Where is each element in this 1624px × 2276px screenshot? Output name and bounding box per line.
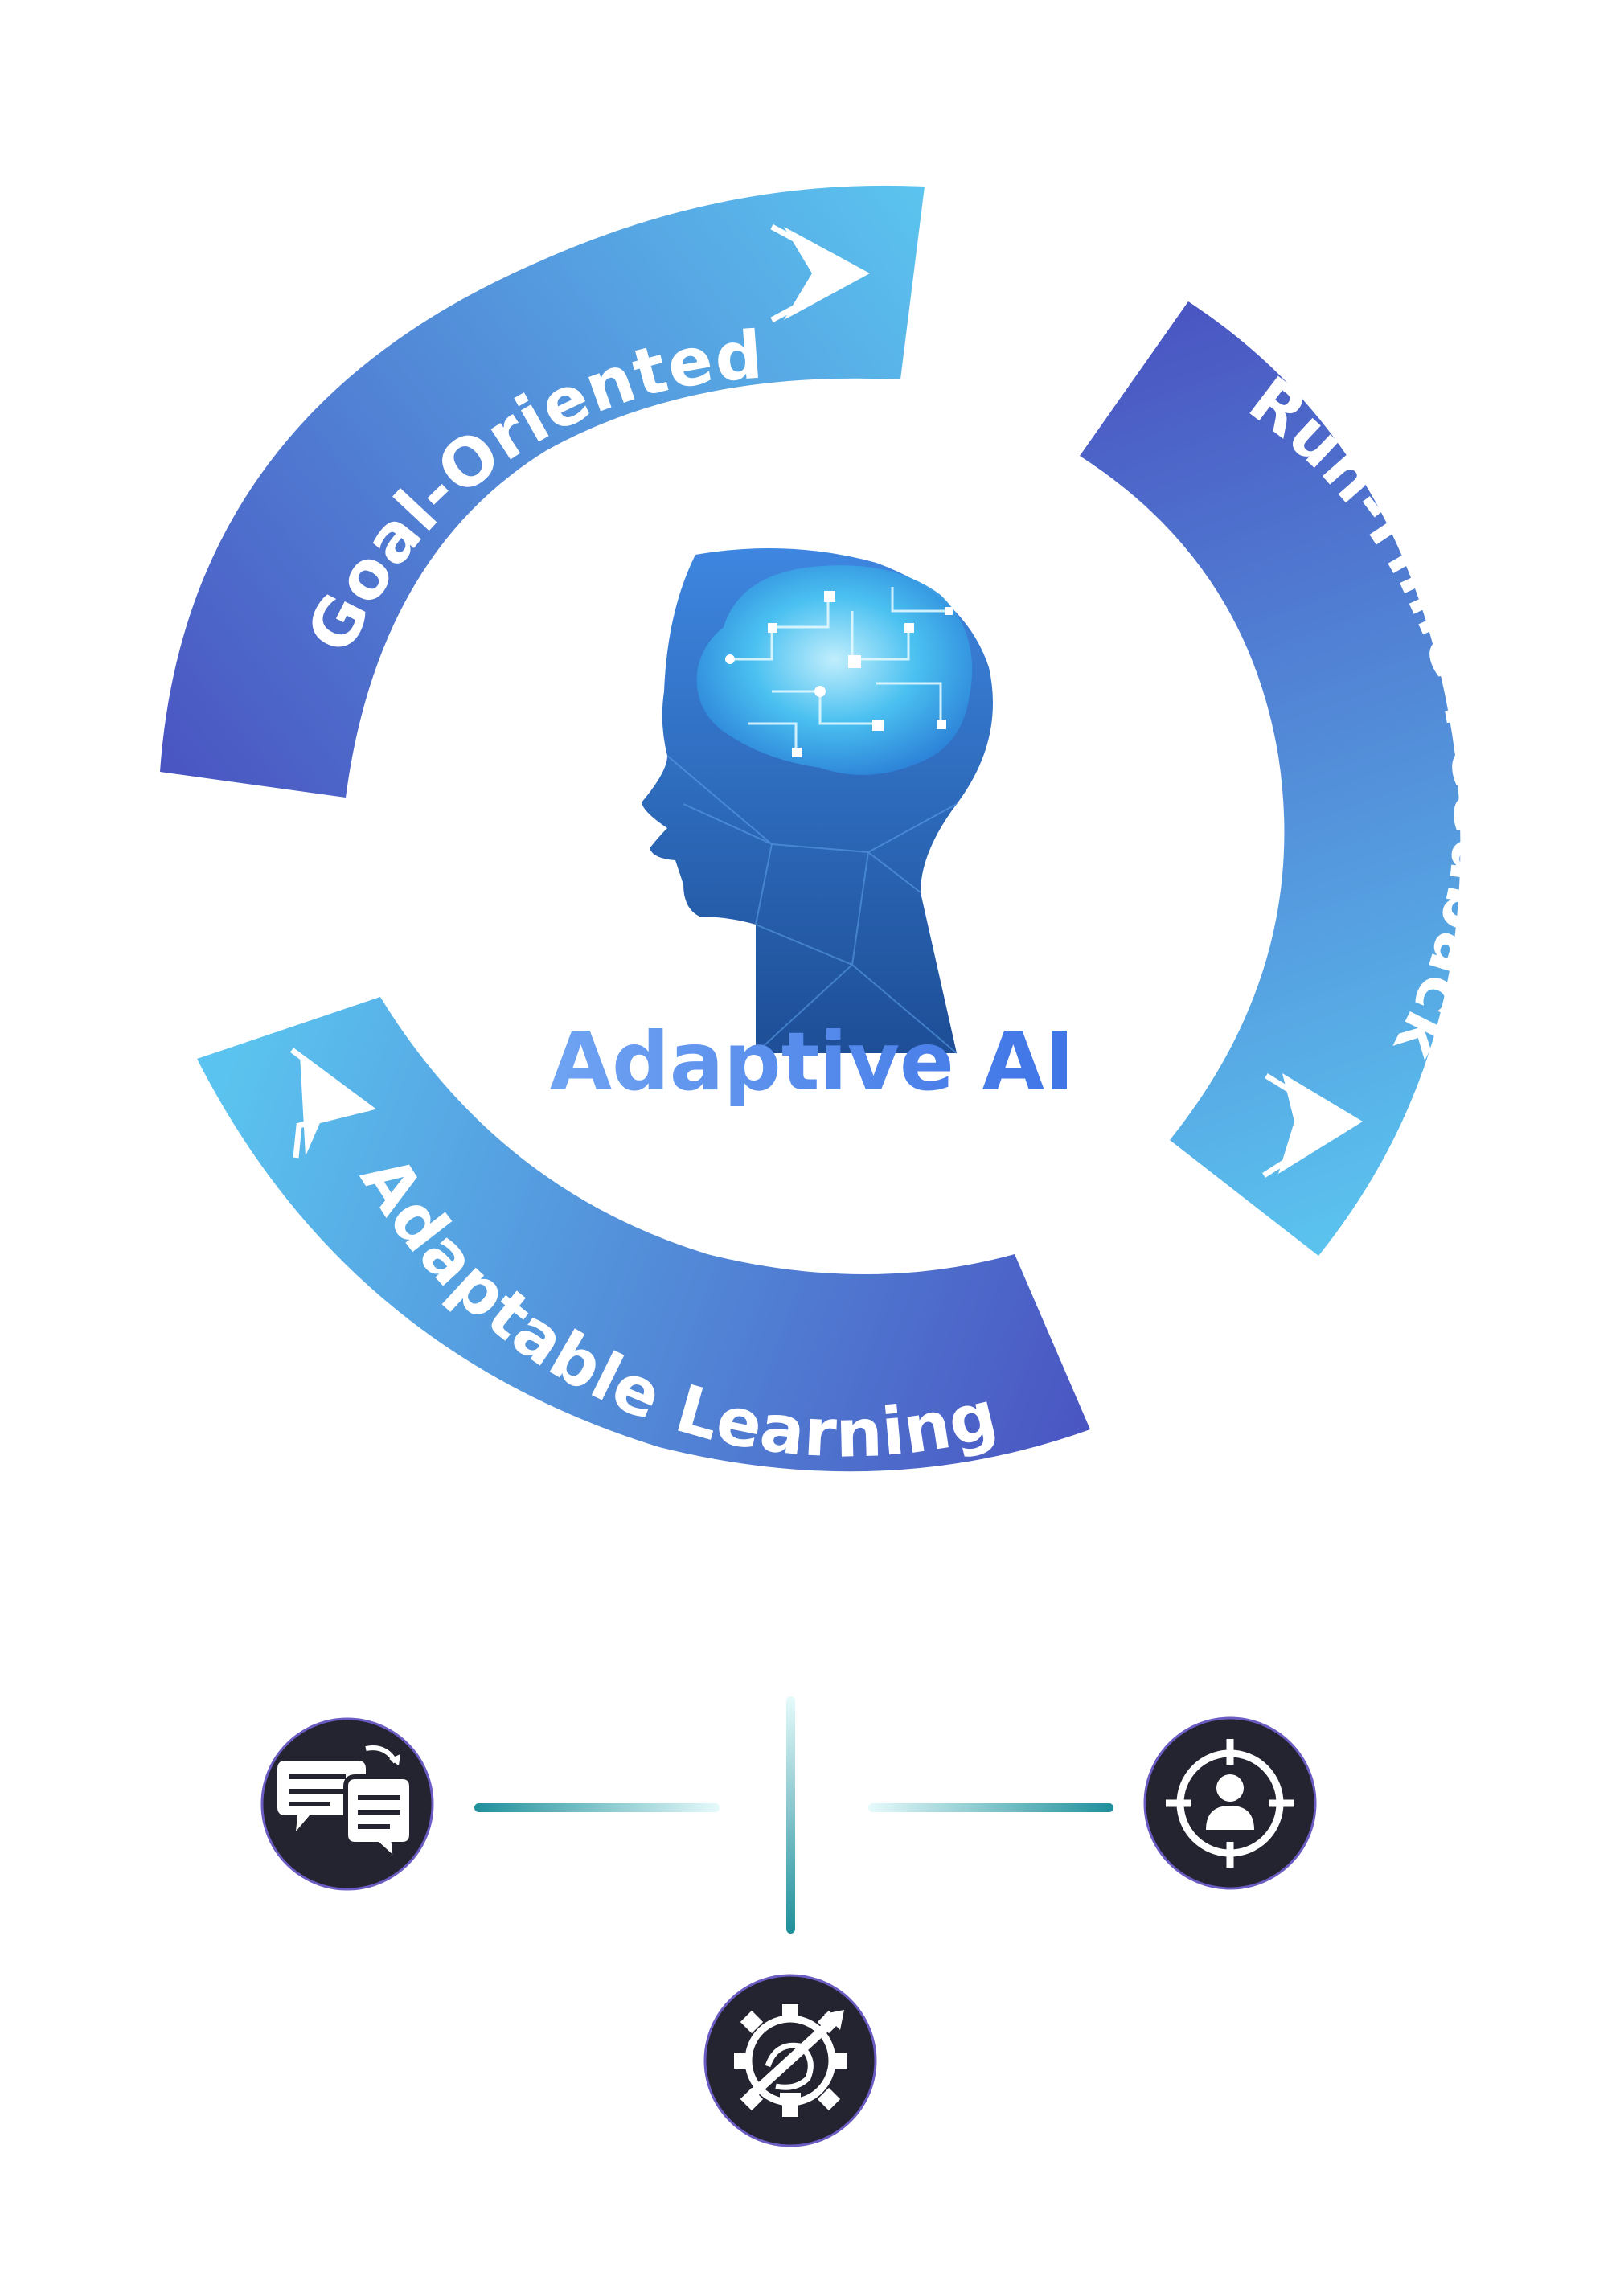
connector-vertical [786,1696,795,1934]
center-title: Adaptive AI [550,1015,1075,1109]
arrow-left-icon [289,1048,377,1159]
arrow-down-icon [1262,1073,1363,1178]
head-facets [666,755,958,1054]
brain-nodes [725,591,953,757]
gear-growth-icon [703,1974,877,2147]
arrow-right-icon [770,223,870,323]
connector-right [868,1803,1113,1812]
connectors [474,1696,1113,1934]
segment-goal-arc [160,185,925,798]
connector-left [474,1803,720,1812]
target-user-icon [1143,1716,1317,1890]
segment-run-time-feedback: Run-Time Feedback [1080,301,1514,1256]
segment-run-arc [1080,301,1461,1256]
ai-head-illustration [642,548,993,1054]
segment-learn-arc [197,997,1090,1472]
chat-feedback-icon [260,1717,434,1891]
